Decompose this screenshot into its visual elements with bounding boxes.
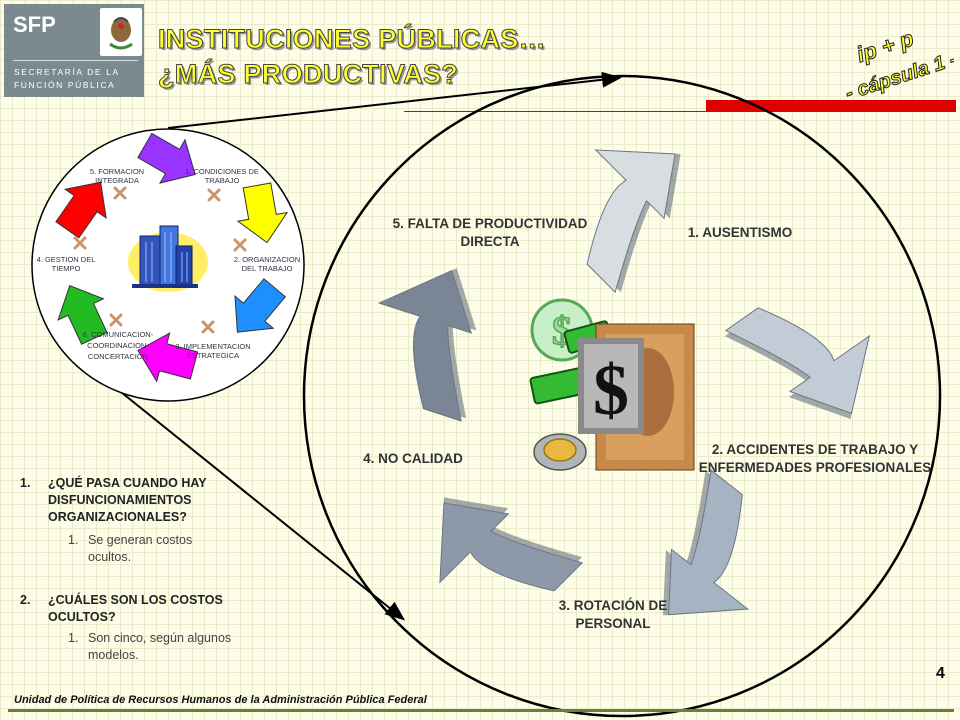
logo-line1: SECRETARÍA DE LA (14, 67, 120, 77)
big-label-rotacion: 3. ROTACIÓN DE PERSONAL (558, 598, 668, 631)
page-number: 4 (936, 665, 945, 682)
question-2-number: 2. (20, 593, 31, 607)
small-cycle-arrow (234, 278, 287, 333)
big-cycle-circle (302, 74, 942, 718)
zoom-connector-top (167, 71, 622, 129)
small-cycle-arrow (137, 332, 199, 383)
big-label-ausentismo: 1. AUSENTISMO (687, 225, 793, 240)
answer-2-text: Son cinco, según algunos modelos. (88, 631, 232, 662)
small-label-comunicacion: 6. COMUNICACION-COORDINACION-CONCERTACIO… (82, 330, 154, 361)
big-cycle-arrow (439, 497, 584, 592)
logo-abbr: SFP (13, 12, 56, 37)
small-cycle-x-marks (73, 186, 247, 334)
page-title-line2: ¿MÁS PRODUCTIVAS? (157, 59, 459, 90)
small-cycle-arrow (236, 182, 289, 244)
question-1-text: ¿QUÉ PASA CUANDO HAY DISFUNCIONAMIENTOS … (48, 476, 207, 524)
big-cycle-arrow (662, 469, 750, 616)
big-cycle-arrow (377, 268, 477, 422)
logo-line2: FUNCIÓN PÚBLICA (14, 80, 116, 90)
small-label-gestion: 4. GESTION DEL TIEMPO (36, 255, 96, 273)
big-cycle-arrow (586, 149, 681, 294)
answer-1-number: 1. (68, 533, 79, 547)
small-label-formacion: 5. FORMACION INTEGRADA (89, 167, 145, 185)
header-red-bar (706, 100, 956, 111)
big-label-no-calidad: 4. NO CALIDAD (363, 451, 463, 466)
question-2-text: ¿CUÁLES SON LOS COSTOS OCULTOS? (48, 593, 223, 624)
small-cycle-arrow (137, 132, 196, 184)
big-cycle-arrow (724, 307, 871, 419)
coin-icon (533, 433, 587, 471)
question-1: 1. ¿QUÉ PASA CUANDO HAY DISFUNCIONAMIENT… (20, 475, 250, 529)
logo-divider (13, 60, 138, 61)
big-label-productividad: 5. FALTA DE PRODUCTIVIDAD DIRECTA (392, 216, 588, 249)
question-1-number: 1. (20, 476, 31, 490)
small-cycle-arrows (55, 132, 289, 383)
small-label-implementacion: 3. IMPLEMENTACION ESTRATEGICA (175, 342, 251, 360)
small-label-condiciones: 1. CONDICIONES DE TRABAJO (185, 167, 259, 185)
question-2: 2. ¿CUÁLES SON LOS COSTOS OCULTOS? (20, 592, 260, 628)
footer-text: Unidad de Política de Recursos Humanos d… (14, 694, 427, 706)
answer-1-text: Se generan costos ocultos. (88, 533, 193, 564)
big-label-accidentes: 2. ACCIDENTES DE TRABAJO Y ENFERMEDADES … (698, 442, 932, 475)
capsule-badge: ip + p - cápsula 1 - (846, 25, 954, 100)
footer-divider (8, 709, 954, 712)
money-clipart: $ $ (529, 298, 695, 471)
sfp-logo: SFP SECRETARÍA DE LA FUNCIÓN PÚBLICA (4, 4, 144, 97)
small-cycle-arrow (55, 181, 107, 239)
answer-2-number: 1. (68, 631, 79, 645)
small-label-organizacion: 2. ORGANIZACION DEL TRABAJO (233, 255, 301, 273)
svg-text:$: $ (593, 350, 629, 430)
big-cycle-arrows (377, 149, 871, 616)
header-red-line (404, 111, 956, 112)
zoom-connector-bottom (105, 379, 406, 621)
small-cycle-arrow (57, 285, 108, 345)
page-title-line1: INSTITUCIONES PÚBLICAS… (158, 24, 547, 55)
buildings-icon (128, 225, 208, 292)
dollar-sign-icon: $ (578, 338, 644, 434)
mexican-eagle-emblem-icon (100, 8, 142, 56)
